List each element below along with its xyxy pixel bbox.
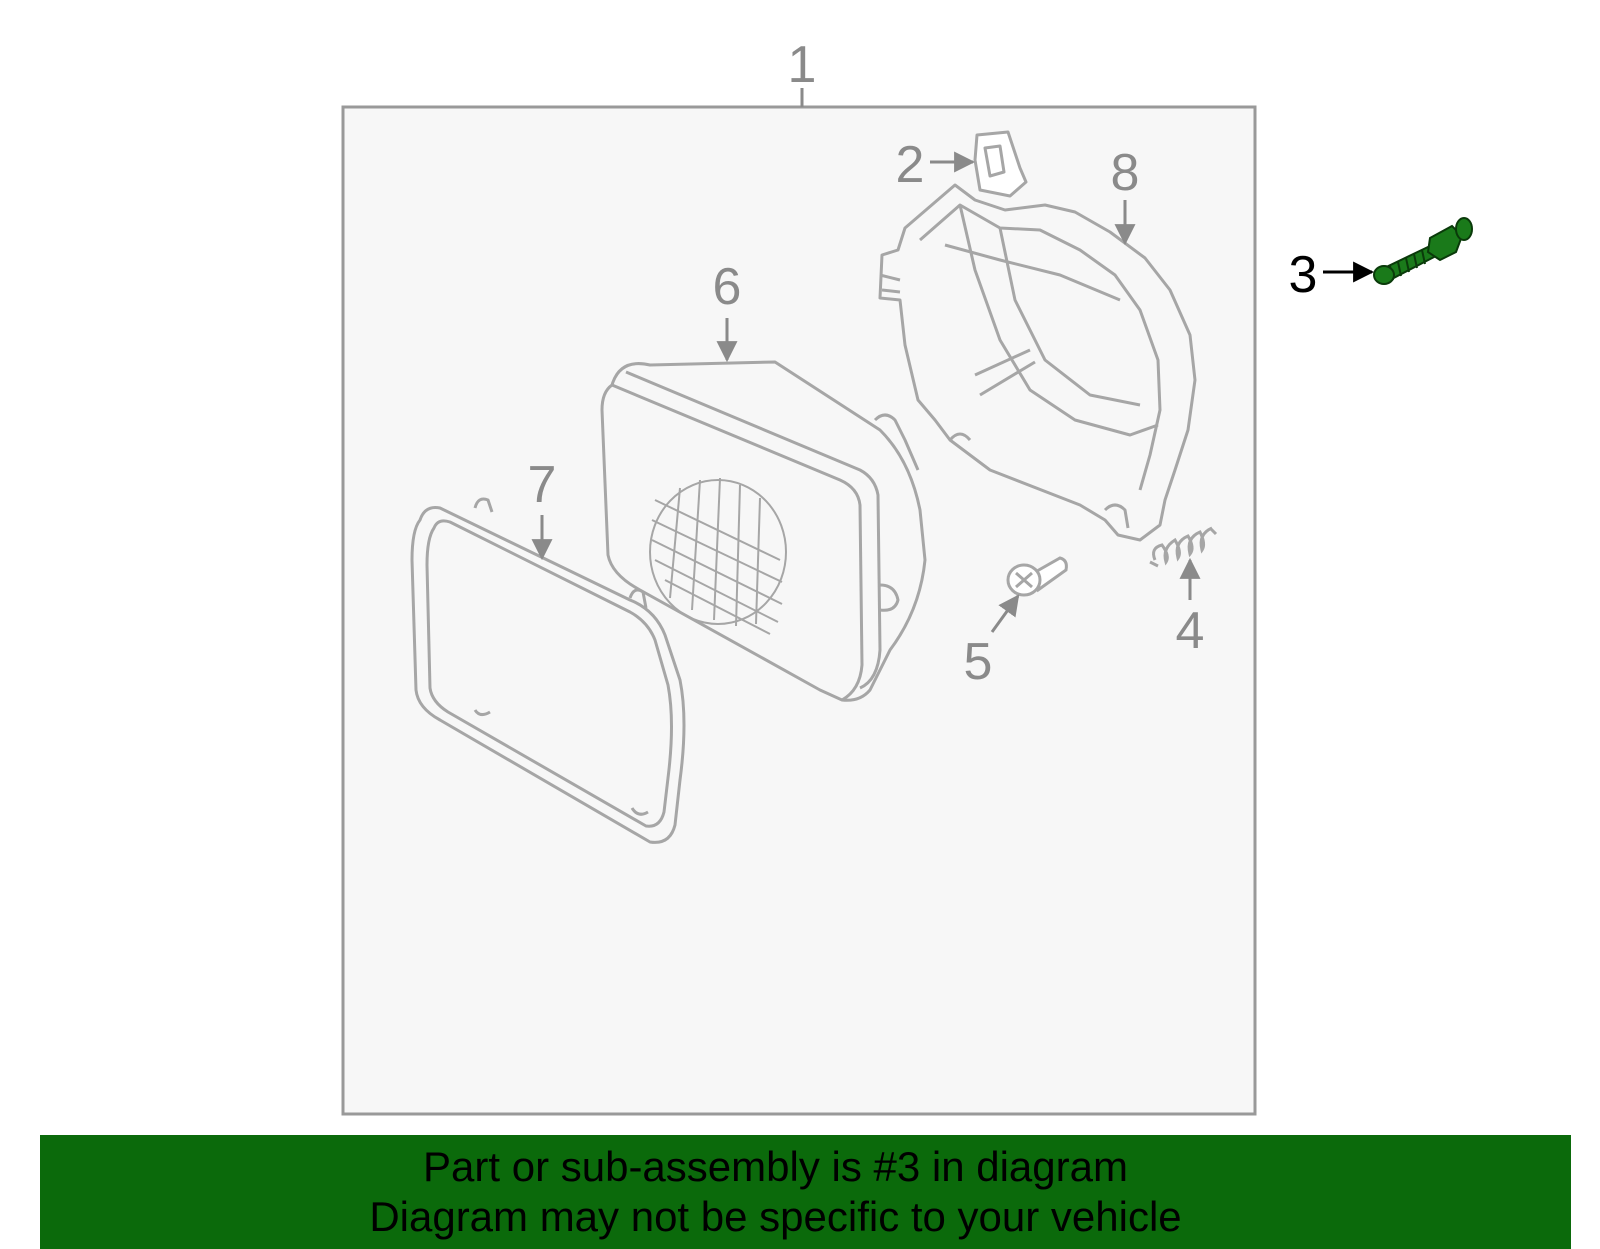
callout-5-arrow	[990, 594, 1020, 633]
part-6-lens-grid	[649, 477, 787, 635]
banner-line-disclaimer: Diagram may not be specific to your vehi…	[369, 1193, 1182, 1240]
callout-6: 6	[713, 258, 742, 316]
banner-line-part-number: Part or sub-assembly is #3 in diagram	[423, 1143, 1128, 1190]
callout-4: 4	[1176, 602, 1205, 660]
callout-3: 3	[1289, 246, 1318, 304]
callout-2: 2	[896, 136, 925, 194]
part-5-screw	[1006, 556, 1068, 597]
assembly-frame	[341, 105, 1257, 1116]
part-2-bracket-clip	[973, 130, 1028, 198]
part-6-sealed-beam-lamp	[600, 360, 927, 702]
callout-1: 1	[788, 36, 817, 94]
part-4-spring	[1149, 526, 1218, 568]
info-banner: Part or sub-assembly is #3 in diagram Di…	[40, 1135, 1571, 1249]
info-banner-background	[40, 1135, 1571, 1249]
callout-5: 5	[964, 633, 993, 691]
part-8-housing	[878, 183, 1197, 542]
callout-7: 7	[528, 456, 557, 514]
part-7-retaining-ring	[410, 497, 686, 844]
callout-8: 8	[1111, 144, 1140, 202]
part-3-adjusting-screw[interactable]	[1373, 217, 1473, 285]
